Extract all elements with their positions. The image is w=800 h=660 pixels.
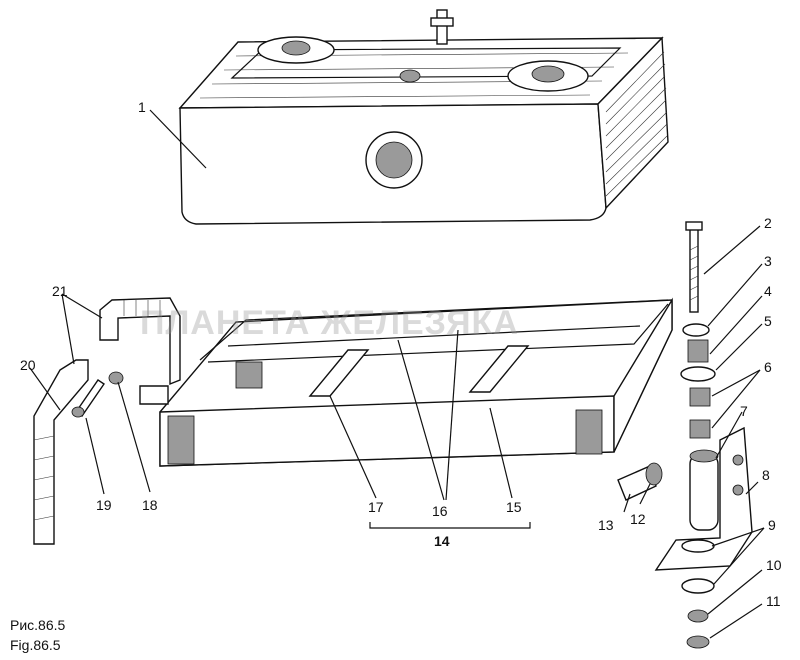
callout-3: 3 — [764, 253, 772, 269]
callout-13: 13 — [598, 517, 614, 533]
callout-21: 21 — [52, 283, 68, 299]
callout-8: 8 — [762, 467, 770, 483]
callout-11: 11 — [766, 593, 781, 609]
callout-4: 4 — [764, 283, 772, 299]
callout-6: 6 — [764, 359, 772, 375]
watermark-text: ПЛАНЕТА ЖЕЛЕЗЯКА — [140, 304, 519, 342]
callout-16: 16 — [432, 503, 448, 519]
callout-20: 20 — [20, 357, 36, 373]
callout-9: 9 — [768, 517, 776, 533]
leader-lines — [29, 109, 765, 639]
callout-10: 10 — [766, 557, 782, 573]
callout-17: 17 — [368, 499, 384, 515]
figure-caption-ru: Рис.86.5 — [10, 617, 66, 633]
mounting-straps — [33, 297, 181, 545]
callout-18: 18 — [142, 497, 158, 513]
callout-7: 7 — [740, 403, 748, 419]
mounting-bolt-stack — [617, 221, 753, 649]
callout-14: 14 — [434, 533, 450, 549]
fuel-tank — [178, 9, 669, 225]
callout-1: 1 — [138, 99, 146, 115]
callout-12: 12 — [630, 511, 646, 527]
callout-15: 15 — [506, 499, 522, 515]
callout-labels: 1 2 3 4 5 6 7 8 9 10 11 12 13 14 15 16 1… — [20, 99, 782, 609]
figure-caption-en: Fig.86.5 — [10, 637, 61, 653]
callout-5: 5 — [764, 313, 772, 329]
callout-2: 2 — [764, 215, 772, 231]
callout-19: 19 — [96, 497, 112, 513]
